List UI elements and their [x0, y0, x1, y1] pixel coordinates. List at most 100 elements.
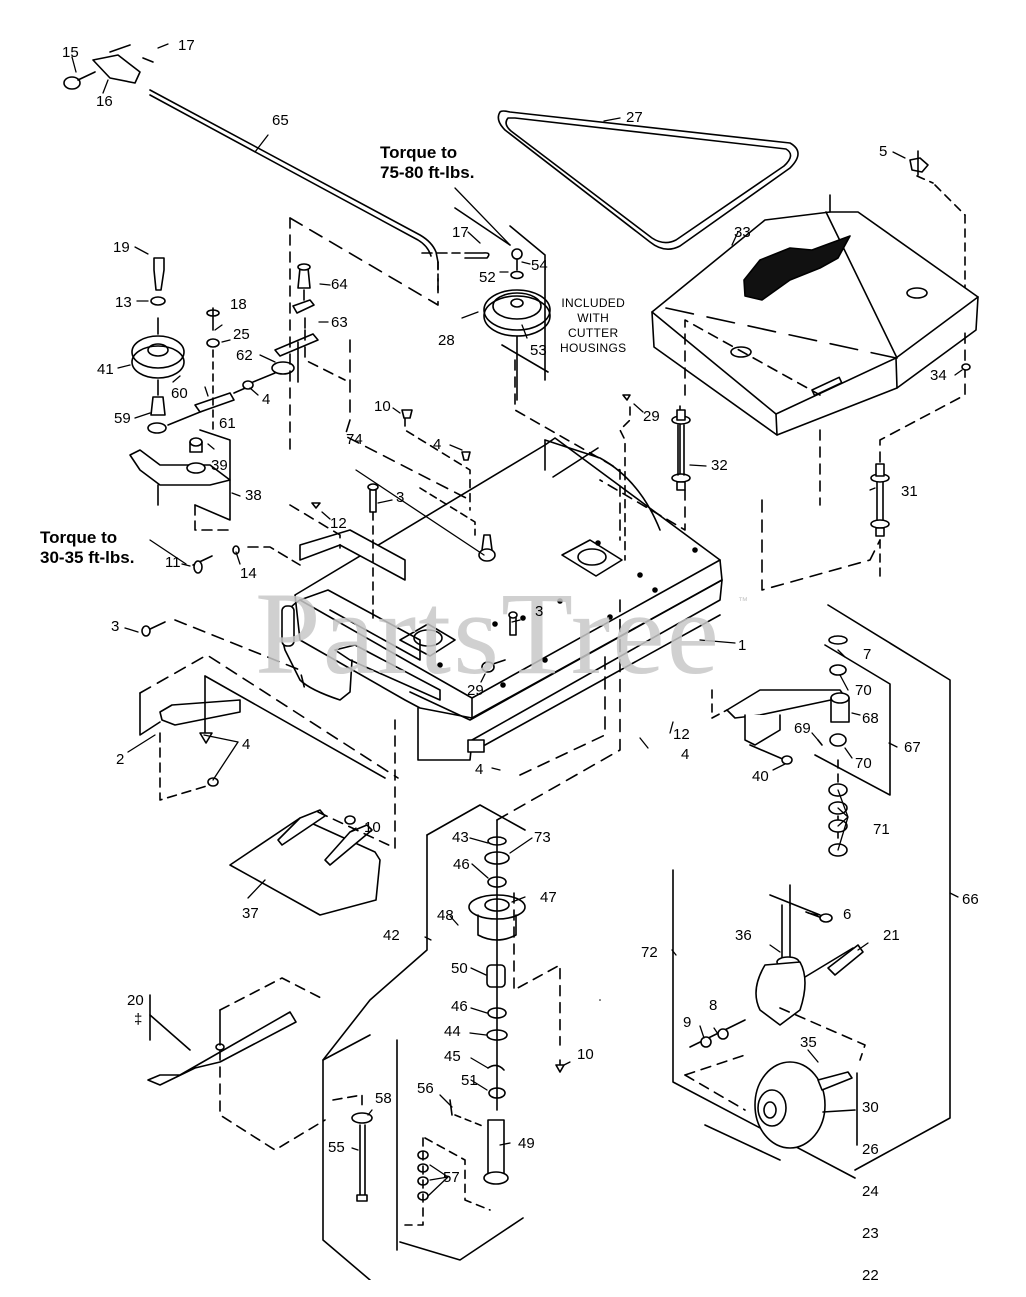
- torque-note-lower: Torque to 30-35 ft-lbs.: [40, 528, 134, 568]
- callout-6[interactable]: 6: [843, 906, 852, 923]
- torque-note-upper-line2: 75-80 ft-lbs.: [380, 163, 475, 182]
- callout-30[interactable]: 30: [862, 1099, 879, 1116]
- callout-29[interactable]: 29: [643, 408, 660, 425]
- callout-71[interactable]: 71: [873, 821, 890, 838]
- callout-25[interactable]: 25: [233, 326, 250, 343]
- callout-21[interactable]: 21: [883, 927, 900, 944]
- callout-4[interactable]: 4: [475, 761, 484, 778]
- callout-67[interactable]: 67: [904, 739, 921, 756]
- callout-54[interactable]: 54: [531, 257, 548, 274]
- callout-19[interactable]: 19: [113, 239, 130, 256]
- callout-3[interactable]: 3: [396, 489, 405, 506]
- callout-4[interactable]: 4: [433, 436, 442, 453]
- post-32: [672, 406, 690, 490]
- callout-46[interactable]: 46: [451, 998, 468, 1015]
- callout-57[interactable]: 57: [443, 1169, 460, 1186]
- callout-43[interactable]: 43: [452, 829, 469, 846]
- included-note-line3: CUTTER: [567, 326, 619, 340]
- callout-36[interactable]: 36: [735, 927, 752, 944]
- spindle-assembly-42: [323, 600, 620, 1280]
- callout-35[interactable]: 35: [800, 1034, 817, 1051]
- callout-27[interactable]: 27: [626, 109, 643, 126]
- idler-pulley-41: [132, 258, 205, 433]
- callout-52[interactable]: 52: [479, 269, 496, 286]
- callout-48[interactable]: 48: [437, 907, 454, 924]
- callout-10[interactable]: 10: [364, 819, 381, 836]
- callout-70[interactable]: 70: [855, 755, 872, 772]
- callout-14[interactable]: 14: [240, 565, 257, 582]
- callout-24[interactable]: 24: [862, 1183, 879, 1200]
- callout-55[interactable]: 55: [328, 1139, 345, 1156]
- callout-61[interactable]: 61: [219, 415, 236, 432]
- callout-12[interactable]: 12: [673, 726, 690, 743]
- included-note-line1: INCLUDED: [561, 296, 626, 310]
- callout-62[interactable]: 62: [236, 347, 253, 364]
- callout-10[interactable]: 10: [577, 1046, 594, 1063]
- callout-29[interactable]: 29: [467, 682, 484, 699]
- callout-18[interactable]: 18: [230, 296, 247, 313]
- callout-59[interactable]: 59: [114, 410, 131, 427]
- callout-4[interactable]: 4: [262, 391, 271, 408]
- callout-45[interactable]: 45: [444, 1048, 461, 1065]
- callout-41[interactable]: 41: [97, 361, 114, 378]
- callout-3[interactable]: 3: [111, 618, 120, 635]
- callout-53[interactable]: 53: [530, 342, 547, 359]
- callout-72[interactable]: 72: [641, 944, 658, 961]
- callout-10[interactable]: 10: [374, 398, 391, 415]
- included-note-line4: HOUSINGS: [560, 341, 627, 355]
- callout-5[interactable]: 5: [879, 143, 888, 160]
- callout-33[interactable]: 33: [734, 224, 751, 241]
- callout-7[interactable]: 7: [863, 646, 872, 663]
- callout-56[interactable]: 56: [417, 1080, 434, 1097]
- callout-17[interactable]: 17: [178, 37, 195, 54]
- callout-66[interactable]: 66: [962, 891, 979, 908]
- callout-63[interactable]: 63: [331, 314, 348, 331]
- callout-70[interactable]: 70: [855, 682, 872, 699]
- callout-11[interactable]: 11: [165, 554, 181, 571]
- callout-23[interactable]: 23: [862, 1225, 879, 1242]
- callout-58[interactable]: 58: [375, 1090, 392, 1107]
- callout-26[interactable]: 26: [862, 1141, 879, 1158]
- callout-20[interactable]: 20: [127, 992, 144, 1009]
- callout-8[interactable]: 8: [709, 997, 718, 1014]
- callout-64[interactable]: 64: [331, 276, 348, 293]
- callout-3[interactable]: 3: [535, 603, 544, 620]
- pin-17-top: [143, 58, 153, 62]
- callout-69[interactable]: 69: [794, 720, 811, 737]
- callout-16[interactable]: 16: [96, 93, 113, 110]
- callout-37[interactable]: 37: [242, 905, 259, 922]
- callout-40[interactable]: 40: [752, 768, 769, 785]
- callout-15[interactable]: 15: [62, 44, 79, 61]
- callout-2[interactable]: 2: [116, 751, 125, 768]
- callout-68[interactable]: 68: [862, 710, 879, 727]
- callout-65[interactable]: 65: [272, 112, 289, 129]
- callout-38[interactable]: 38: [245, 487, 262, 504]
- callout-13[interactable]: 13: [115, 294, 132, 311]
- callout-49[interactable]: 49: [518, 1135, 535, 1152]
- callout-44[interactable]: 44: [444, 1023, 461, 1040]
- bracket-2: [140, 655, 398, 800]
- callout-4[interactable]: 4: [242, 736, 251, 753]
- callout-46[interactable]: 46: [453, 856, 470, 873]
- callout-73[interactable]: 73: [534, 829, 551, 846]
- callout-39[interactable]: 39: [211, 457, 228, 474]
- callout-22[interactable]: 22: [862, 1267, 879, 1284]
- callout-17[interactable]: 17: [452, 224, 469, 241]
- caster-wheel-72: [673, 870, 865, 1178]
- callout-31[interactable]: 31: [901, 483, 918, 500]
- callout-60[interactable]: 60: [171, 385, 188, 402]
- callout-28[interactable]: 28: [438, 332, 455, 349]
- callout-51[interactable]: 51: [461, 1072, 478, 1089]
- knob-5: [910, 151, 965, 290]
- callout-42[interactable]: 42: [383, 927, 400, 944]
- callout-34[interactable]: 34: [930, 367, 947, 384]
- callout-50[interactable]: 50: [451, 960, 468, 977]
- callout-9[interactable]: 9: [683, 1014, 692, 1031]
- callout-47[interactable]: 47: [540, 889, 557, 906]
- callout-4[interactable]: 4: [681, 746, 690, 763]
- callout-74[interactable]: 74: [346, 431, 363, 448]
- callout-32[interactable]: 32: [711, 457, 728, 474]
- callout-12[interactable]: 12: [330, 515, 347, 532]
- callout-1[interactable]: 1: [738, 637, 747, 654]
- bracket-38: [130, 430, 230, 530]
